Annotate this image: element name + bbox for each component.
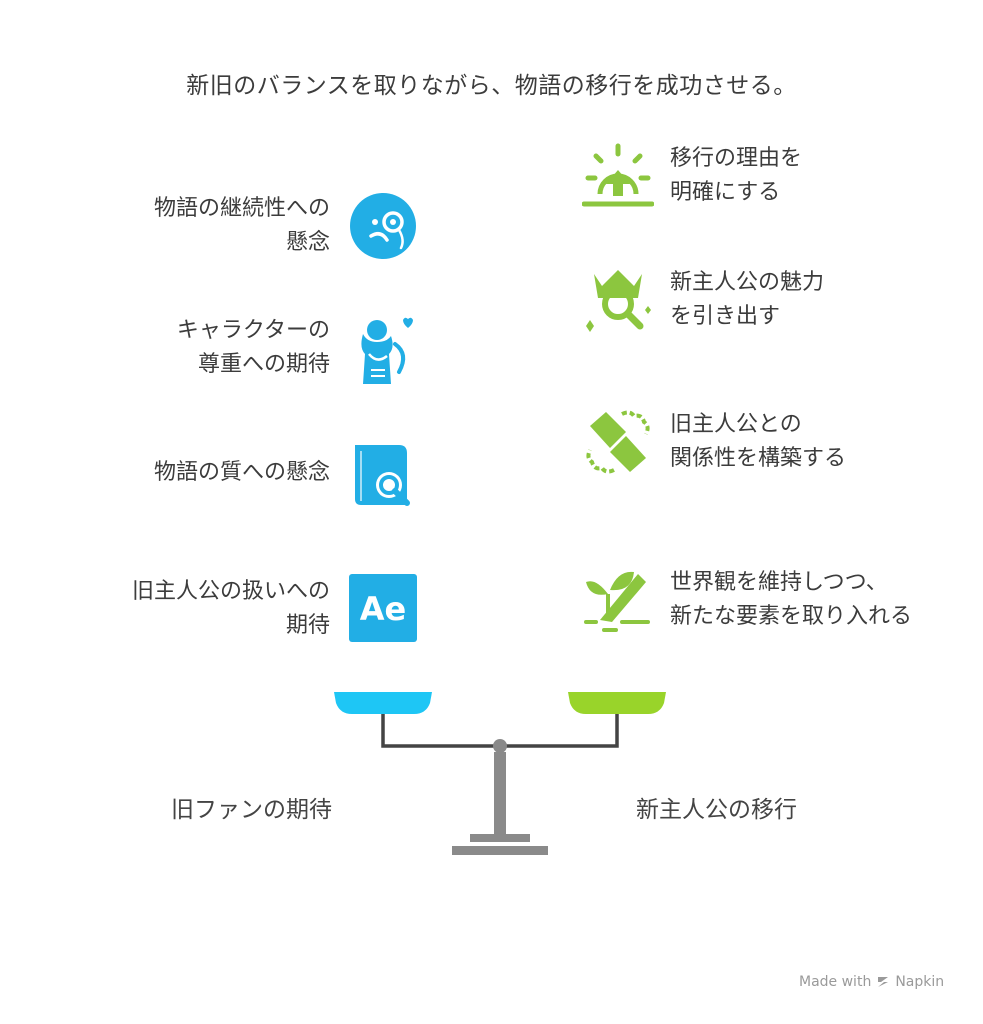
handshake-puzzle-icon bbox=[586, 410, 650, 474]
monocle-face-icon bbox=[350, 193, 416, 259]
left-item-2: キャラクターの 尊重への期待 bbox=[177, 314, 330, 382]
sunrise-arrow-icon bbox=[582, 143, 654, 207]
right-item-4: 世界観を維持しつつ、 新たな要素を取り入れる bbox=[670, 566, 912, 634]
left-item-3: 物語の質への懸念 bbox=[154, 456, 330, 490]
left-item-1: 物語の継続性への 懸念 bbox=[154, 192, 330, 260]
right-item-3-line-1: 旧主人公との bbox=[670, 412, 802, 437]
right-item-2-line-1: 新主人公の魅力 bbox=[670, 270, 825, 295]
scale-pivot bbox=[493, 739, 507, 753]
right-pan bbox=[568, 692, 666, 714]
scale-base bbox=[452, 846, 548, 855]
scale-base-top bbox=[470, 834, 530, 842]
after-effects-icon: Ae bbox=[349, 574, 417, 642]
left-item-4-line-1: 旧主人公の扱いへの bbox=[131, 579, 330, 604]
woman-heart-icon bbox=[361, 317, 413, 384]
ae-icon-text: Ae bbox=[360, 590, 406, 628]
right-item-1-line-2: 明確にする bbox=[670, 180, 781, 205]
right-footer-label: 新主人公の移行 bbox=[636, 797, 797, 823]
left-pan bbox=[334, 692, 432, 714]
scale-pillar bbox=[494, 752, 506, 834]
sprout-growth-icon bbox=[584, 571, 650, 632]
right-item-1-line-1: 移行の理由を bbox=[670, 146, 803, 171]
crown-magnifier-icon bbox=[586, 270, 651, 332]
left-item-1-line-1: 物語の継続性への bbox=[153, 196, 330, 221]
right-item-2: 新主人公の魅力 を引き出す bbox=[670, 266, 824, 334]
page-title: 新旧のバランスを取りながら、物語の移行を成功させる。 bbox=[186, 73, 797, 99]
right-item-1: 移行の理由を 明確にする bbox=[670, 142, 802, 210]
right-item-3: 旧主人公との 関係性を構築する bbox=[670, 408, 846, 476]
left-item-4: 旧主人公の扱いへの 期待 bbox=[132, 575, 330, 643]
right-item-4-line-1: 世界観を維持しつつ、 bbox=[670, 570, 888, 595]
left-item-2-line-2: 尊重への期待 bbox=[197, 352, 330, 377]
left-item-3-line-1: 物語の質への懸念 bbox=[153, 460, 330, 485]
book-search-icon bbox=[355, 445, 410, 506]
napkin-logo-icon bbox=[878, 977, 889, 987]
made-with-credit[interactable]: Made with Napkin bbox=[799, 974, 944, 990]
left-item-1-line-2: 懸念 bbox=[285, 230, 330, 255]
left-item-2-line-1: キャラクターの bbox=[176, 318, 330, 343]
made-with-text: Made with bbox=[799, 974, 872, 990]
left-footer-label: 旧ファンの期待 bbox=[171, 797, 332, 823]
right-item-2-line-2: を引き出す bbox=[670, 304, 781, 329]
left-item-4-line-2: 期待 bbox=[285, 613, 330, 638]
right-item-3-line-2: 関係性を構築する bbox=[670, 446, 847, 471]
napkin-brand-text: Napkin bbox=[895, 974, 945, 990]
right-item-4-line-2: 新たな要素を取り入れる bbox=[670, 604, 913, 629]
